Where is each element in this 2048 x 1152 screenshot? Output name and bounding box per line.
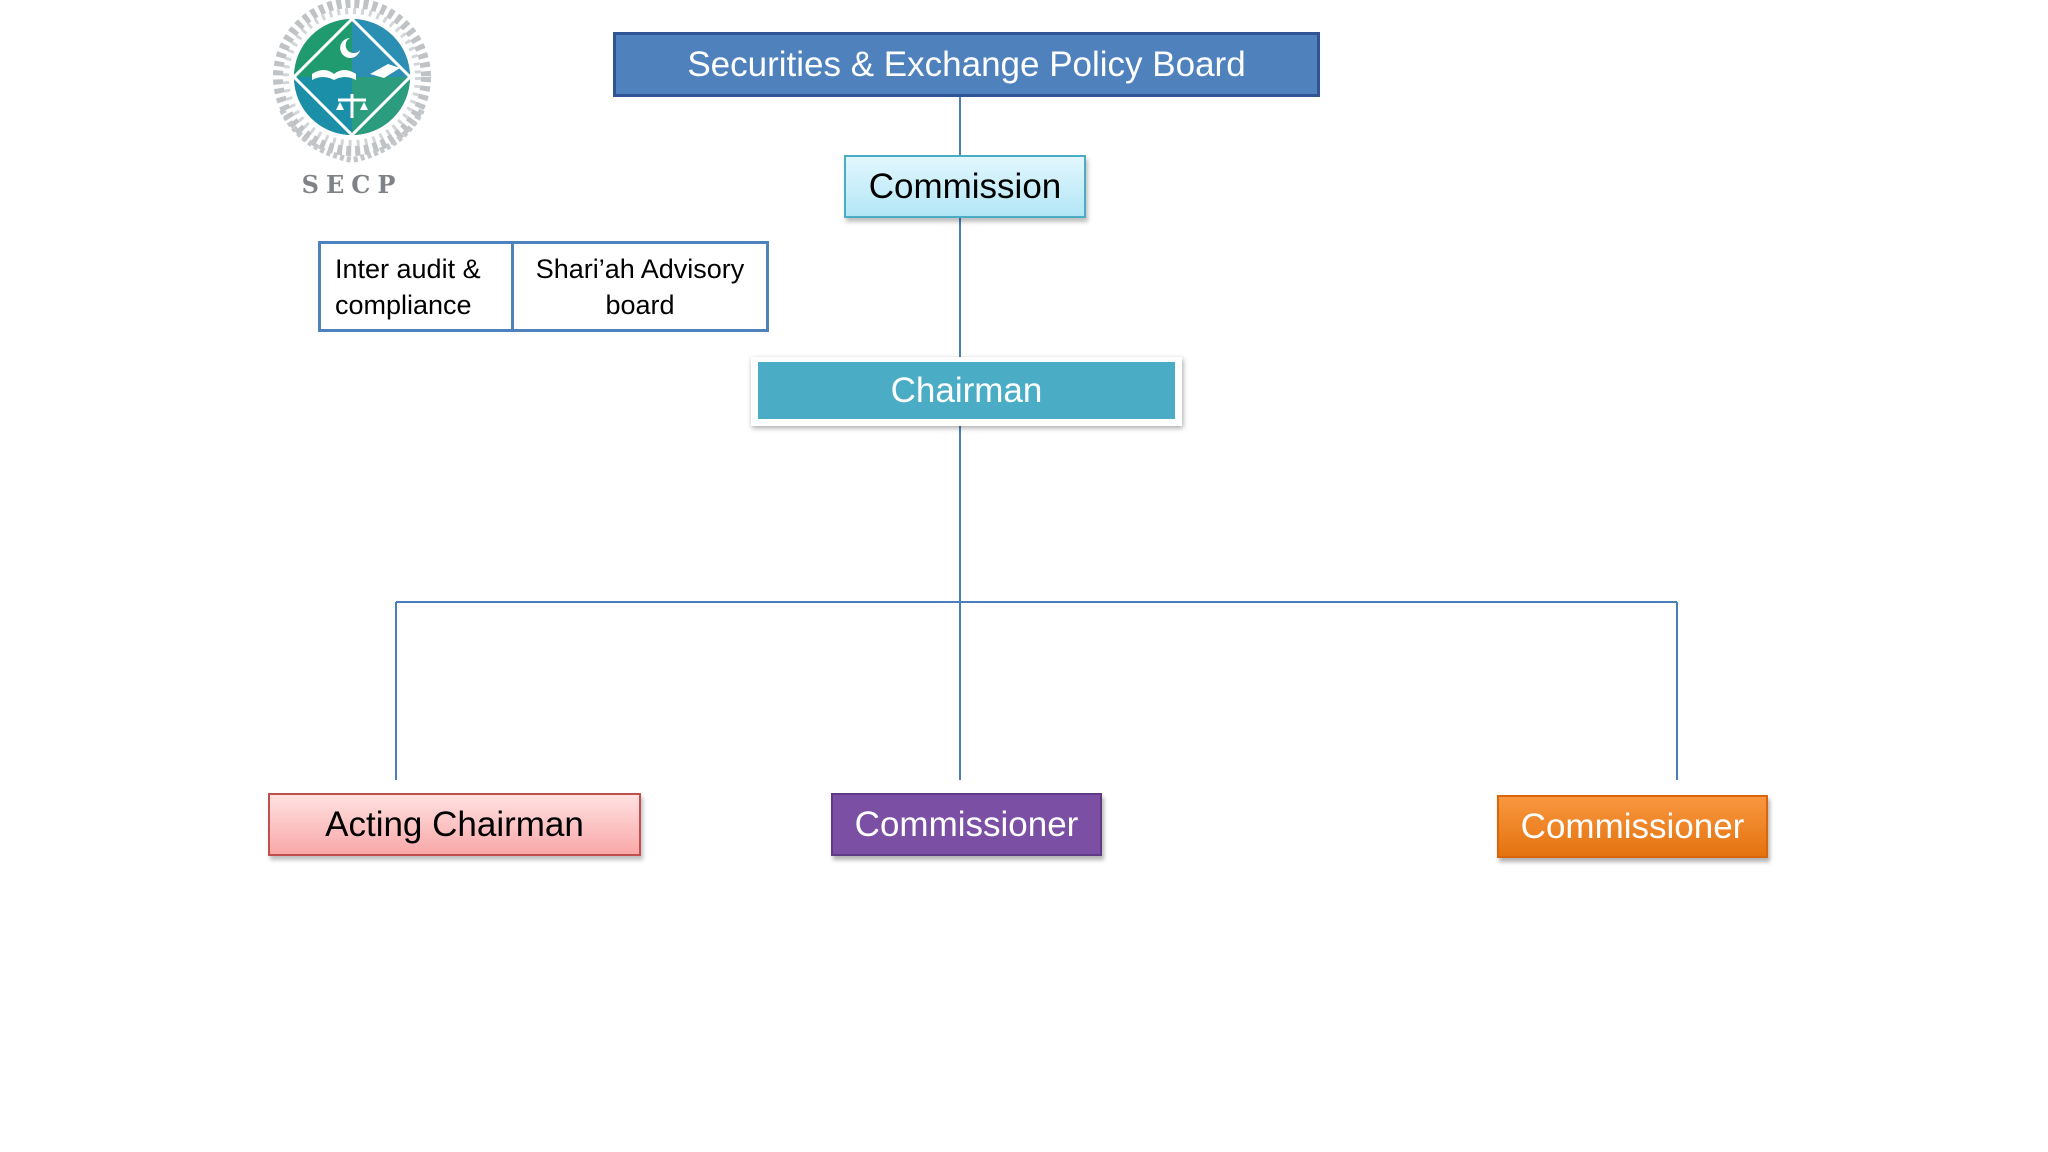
shariah-advisory-label-line1: Shari’ah Advisory <box>535 253 745 284</box>
advisory-group: Inter audit & compliance Shari’ah Adviso… <box>318 241 769 332</box>
commission-box: Commission <box>844 155 1086 218</box>
shariah-advisory-box: Shari’ah Advisory board <box>514 244 766 329</box>
secp-logo-text: SECP <box>301 170 403 199</box>
acting-chairman-box: Acting Chairman <box>268 793 641 856</box>
chairman-box: Chairman <box>758 362 1175 419</box>
commissioner-box-1: Commissioner <box>831 793 1102 856</box>
shariah-advisory-label-line2: board <box>605 289 675 320</box>
internal-audit-label-line2: compliance <box>335 289 472 320</box>
commissioner-box-2: Commissioner <box>1497 795 1768 858</box>
internal-audit-label-line1: Inter audit & <box>335 253 481 284</box>
internal-audit-box: Inter audit & compliance <box>321 244 514 329</box>
policy-board-box: Securities & Exchange Policy Board <box>613 32 1320 97</box>
secp-logo <box>273 0 431 164</box>
